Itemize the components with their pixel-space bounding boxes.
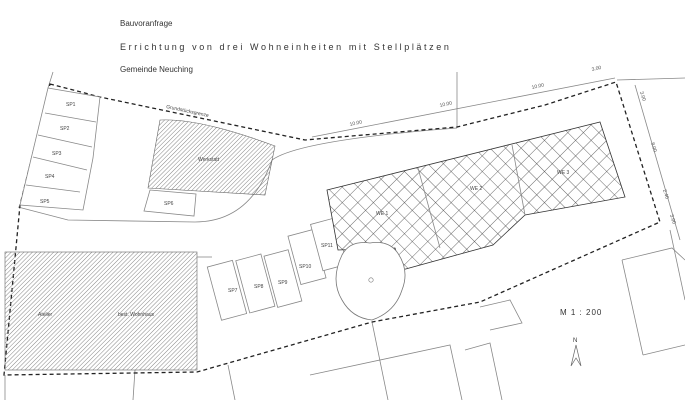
dimension-label: 3.00 — [591, 65, 602, 73]
north-arrow-icon: N — [570, 338, 582, 367]
parking-column-left: SP1 SP2 SP3 SP4 SP5 — [19, 87, 101, 211]
scale-label: M 1 : 200 — [560, 308, 602, 317]
dimension-label: 3.00 — [638, 91, 647, 102]
existing-house-label: best. Wohnhaus — [118, 312, 155, 318]
dimension-label: 10.00 — [439, 100, 453, 109]
unit-label: WE 2 — [470, 186, 482, 192]
parking-label: SP1 — [66, 102, 76, 108]
parking-label: SP11 — [321, 243, 333, 249]
dimension-label: 10.00 — [349, 119, 363, 128]
plan-subtitle: Errichtung von drei Wohneinheiten mit St… — [120, 42, 451, 52]
workshop-building — [147, 119, 276, 196]
parking-label: SP9 — [278, 280, 288, 286]
parking-label: SP10 — [299, 264, 311, 270]
municipality-label: Gemeinde Neuching — [120, 65, 193, 74]
dimension-label: 3.00 — [668, 214, 677, 225]
existing-house-building — [4, 251, 198, 371]
studio-label: Atelier — [38, 312, 53, 318]
parking-label: SP2 — [60, 126, 70, 132]
parking-label: SP7 — [228, 288, 238, 294]
parking-label: SP3 — [52, 151, 62, 157]
unit-label: WE 1 — [376, 211, 388, 217]
tree-icon — [335, 242, 406, 321]
parking-label: SP4 — [45, 174, 55, 180]
dimension-label: 10.00 — [531, 82, 545, 91]
north-label: N — [573, 338, 577, 344]
surrounding-lines — [4, 71, 685, 400]
parking-row-bottom: SP7 SP8 SP9 SP10 SP11 — [206, 217, 348, 321]
workshop-label: Werkstatt — [198, 157, 220, 163]
parking-sp6 — [143, 189, 197, 217]
parking-label: SP5 — [40, 199, 50, 205]
parking-label: SP6 — [164, 201, 174, 207]
unit-dividers — [417, 144, 526, 249]
parking-label: SP8 — [254, 284, 264, 290]
dimension-chain-top: 10.00 10.00 10.00 3.00 — [311, 65, 616, 138]
dimension-label: 8.00 — [649, 142, 658, 153]
dimension-chain-right: 3.00 8.00 2.40 3.00 — [634, 84, 681, 241]
unit-label: WE 3 — [557, 170, 569, 176]
dimension-label: 2.40 — [661, 189, 670, 200]
property-boundary — [3, 81, 661, 376]
boundary-label: Grundstücksgrenze — [166, 104, 210, 119]
plan-title: Bauvoranfrage — [120, 19, 173, 28]
